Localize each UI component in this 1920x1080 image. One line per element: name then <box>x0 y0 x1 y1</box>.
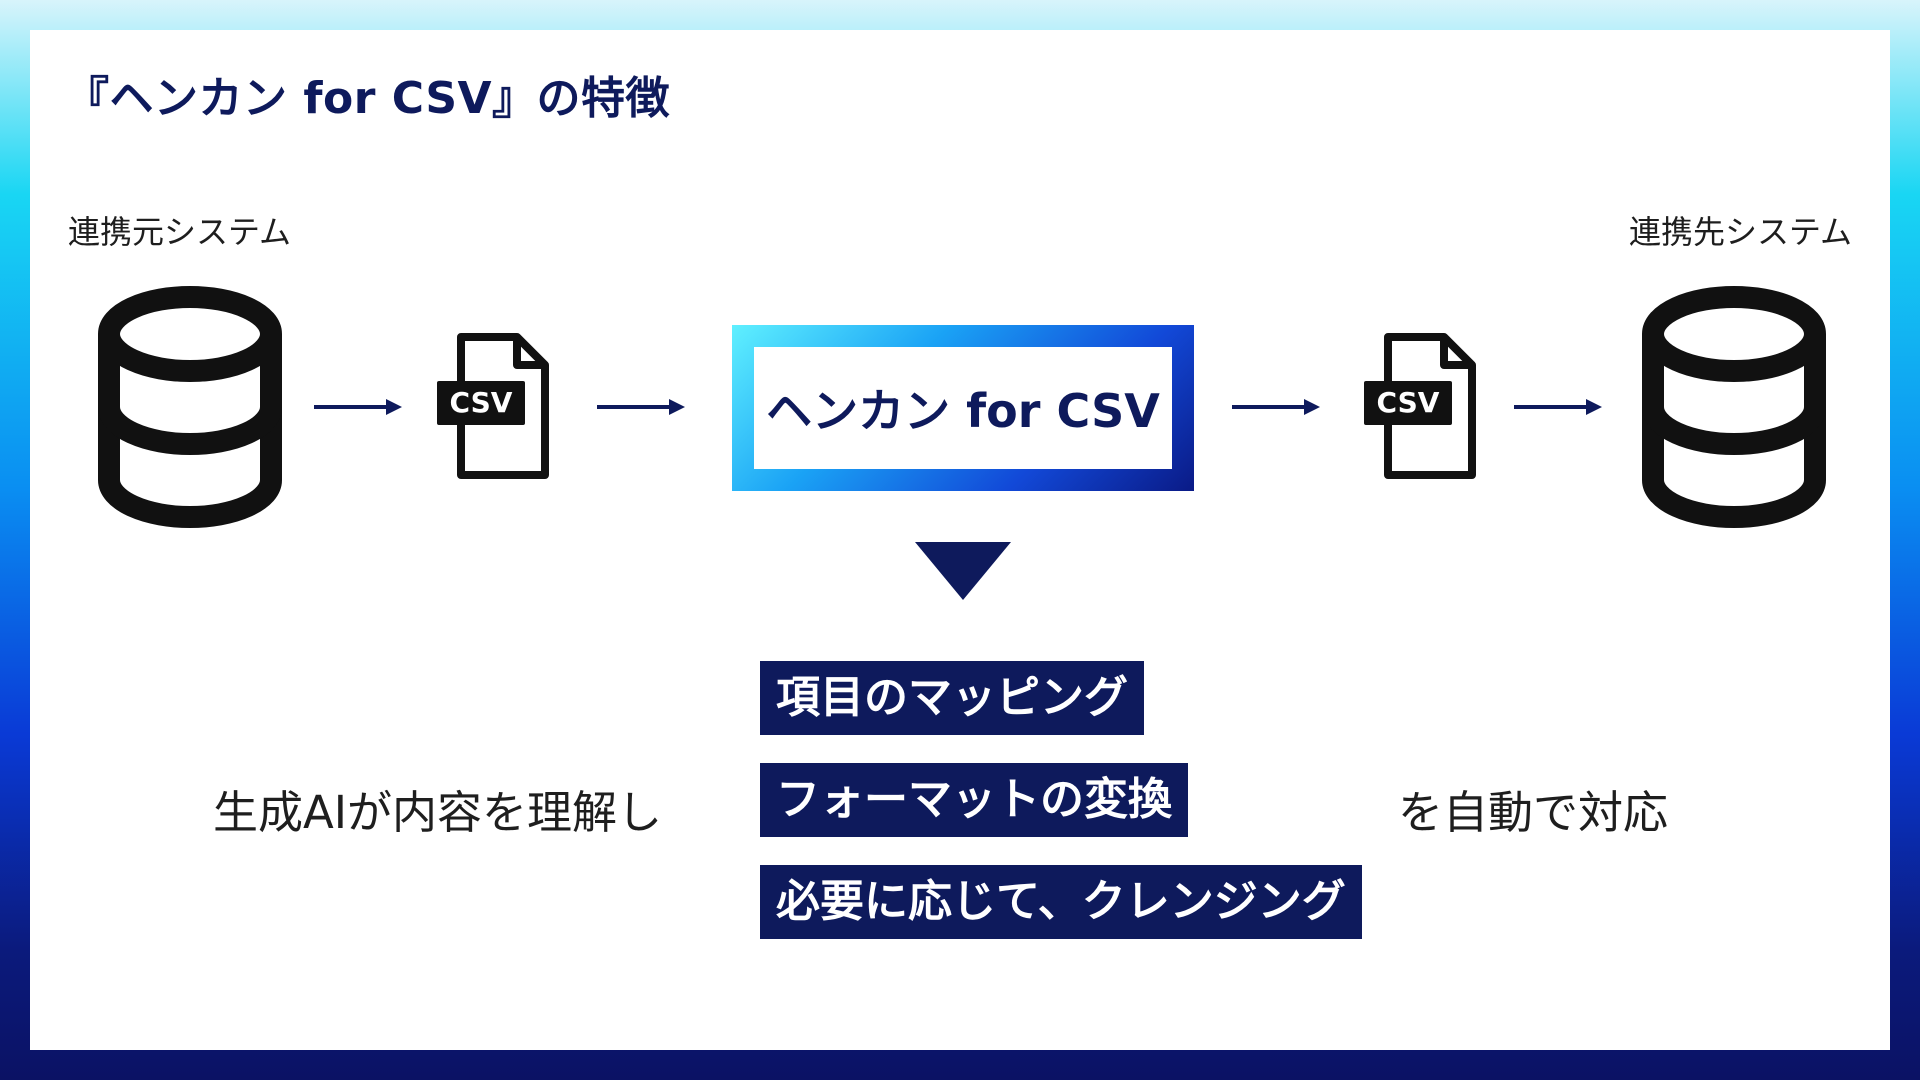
csv-text: CSV <box>450 386 513 419</box>
arrow-right-icon <box>1514 399 1602 415</box>
arrow-right-icon <box>1232 399 1320 415</box>
left-phrase: 生成AIが内容を理解し <box>213 786 663 839</box>
csv-file-icon: CSV <box>437 333 549 479</box>
target-system-label: 連携先システム <box>1628 213 1852 251</box>
arrow-right-icon <box>314 399 402 415</box>
source-system-label: 連携元システム <box>68 213 292 251</box>
csv-text: CSV <box>1377 386 1440 419</box>
product-box: ヘンカン for CSV <box>732 325 1194 491</box>
triangle-down-icon <box>915 542 1011 600</box>
feature-cleansing: 必要に応じて、クレンジング <box>760 865 1362 939</box>
database-icon <box>1642 286 1826 528</box>
feature-mapping: 項目のマッピング <box>760 661 1144 735</box>
arrow-right-icon <box>597 399 685 415</box>
right-phrase: を自動で対応 <box>1398 786 1669 839</box>
csv-file-icon: CSV <box>1364 333 1476 479</box>
slide-title: 『ヘンカン for CSV』の特徴 <box>65 73 671 124</box>
product-name: ヘンカン for CSV <box>754 347 1172 469</box>
feature-format-conversion: フォーマットの変換 <box>760 763 1188 837</box>
database-icon <box>98 286 282 528</box>
